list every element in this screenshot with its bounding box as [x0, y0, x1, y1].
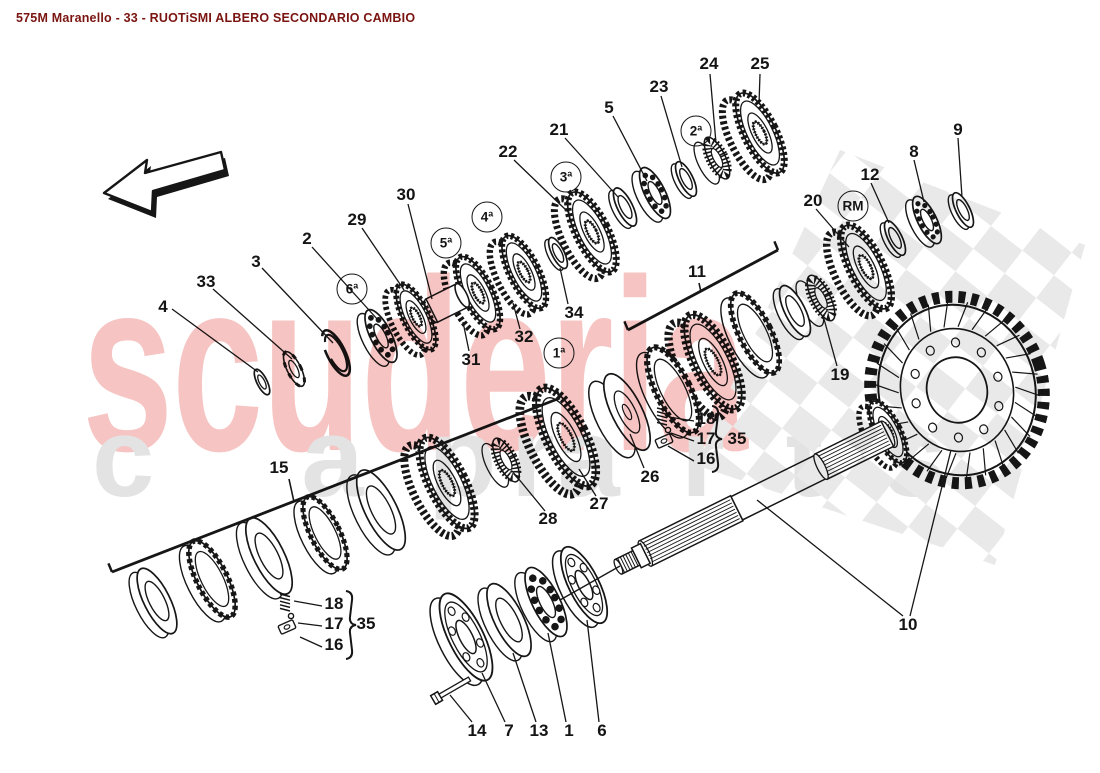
- nut-4: [253, 368, 271, 396]
- callout-30: 30: [396, 185, 416, 204]
- flange-7: [429, 592, 494, 687]
- callout-21: 21: [549, 120, 569, 139]
- callout-2: 2: [302, 229, 312, 248]
- synchro-hub-11: [664, 310, 746, 422]
- gear-label-6ª: 6ª: [336, 273, 368, 305]
- spacer-23: [670, 160, 698, 200]
- crown-gear-10: [864, 290, 1050, 490]
- callout-7: 7: [504, 721, 514, 740]
- detent-spring-ball-pad: [277, 593, 297, 635]
- bearing-2: [356, 308, 398, 367]
- callout-17: 17: [696, 429, 716, 448]
- spacer-34: [544, 236, 569, 272]
- synchro-ring: [235, 516, 294, 600]
- synchro-ring: [346, 469, 407, 556]
- gear-label-5ª: 5ª: [430, 227, 462, 259]
- bearing-8: [904, 195, 943, 248]
- callout-26: 26: [640, 467, 660, 486]
- gasket-13: [477, 582, 532, 662]
- gear-4a-32: [486, 232, 550, 318]
- gear-6a-29: [382, 281, 439, 359]
- bearing-1: [514, 566, 568, 643]
- gear-3a-22: [550, 188, 620, 283]
- washer-33: [282, 350, 306, 388]
- callout-19: 19: [830, 365, 850, 384]
- sleeve-ring: [772, 284, 812, 341]
- synchro-sleeve: [720, 290, 783, 379]
- callout-15: 15: [269, 458, 289, 477]
- callout-22: 22: [498, 142, 518, 161]
- callout-1: 1: [564, 721, 574, 740]
- gear-label-1ª: 1ª: [543, 337, 575, 369]
- watermark-car-text: c a r: [92, 395, 613, 520]
- callout-27: 27: [589, 494, 609, 513]
- callout-16: 16: [696, 449, 716, 468]
- callout-17: 17: [324, 614, 344, 633]
- gear-2a-25: [718, 89, 788, 184]
- synchro-ring: [128, 567, 178, 639]
- callout-16: 16: [324, 635, 344, 654]
- gear-label-4ª: 4ª: [471, 201, 503, 233]
- synchro-hub-15: [400, 433, 479, 541]
- snap-ring-3: [320, 328, 352, 378]
- callout-12: 12: [860, 165, 880, 184]
- plate-6: [551, 545, 609, 629]
- callout-3: 3: [251, 252, 261, 271]
- callout-14: 14: [467, 721, 487, 740]
- callout-29: 29: [347, 210, 367, 229]
- gear-rm-20: [822, 221, 896, 320]
- callout-9: 9: [953, 120, 963, 139]
- detent-spring-ball-pad: [654, 407, 674, 449]
- callout-34: 34: [564, 303, 584, 322]
- gear-label-2ª: 2ª: [680, 115, 712, 147]
- gear-label-3ª: 3ª: [550, 161, 582, 193]
- group-brackets: [107, 240, 780, 574]
- direction-arrow: [102, 150, 229, 218]
- bolt-14: [429, 676, 472, 706]
- callout-11: 11: [688, 262, 706, 281]
- callout-8: 8: [909, 142, 919, 161]
- callout-4: 4: [158, 297, 168, 316]
- spacer-12: [879, 219, 907, 259]
- gear-label-rm: RM: [837, 190, 869, 222]
- brace-35: [345, 405, 723, 660]
- needle-bearing-19: [795, 274, 837, 327]
- page-title: 575M Maranello - 33 - RUOTiSMI ALBERO SE…: [16, 11, 416, 25]
- synchro-ring: [178, 538, 238, 623]
- callout-32: 32: [514, 327, 534, 346]
- callout-18: 18: [696, 409, 716, 428]
- callout-23: 23: [649, 77, 669, 96]
- callout-31: 31: [461, 350, 481, 369]
- callout-35: 35: [356, 614, 376, 633]
- needle-bearing-28: [481, 437, 522, 488]
- leader-lines: [171, 73, 963, 723]
- callout-24: 24: [699, 54, 719, 73]
- callout-5: 5: [604, 98, 614, 117]
- ring-9: [947, 191, 975, 231]
- callout-25: 25: [750, 54, 770, 73]
- callout-28: 28: [538, 509, 558, 528]
- synchro-sleeve: [635, 344, 702, 439]
- callout-18: 18: [324, 594, 344, 613]
- callout-13: 13: [529, 721, 549, 740]
- pinion-shaft: [613, 420, 896, 575]
- callout-6: 6: [597, 721, 607, 740]
- drive-disc-26: [588, 372, 652, 459]
- callout-33: 33: [196, 272, 216, 291]
- ring-21: [608, 187, 638, 230]
- callout-20: 20: [803, 191, 823, 210]
- callout-10: 10: [898, 615, 918, 634]
- callout-35: 35: [727, 429, 747, 448]
- gear-1a-27: [515, 383, 601, 499]
- spacer-30: [423, 282, 471, 324]
